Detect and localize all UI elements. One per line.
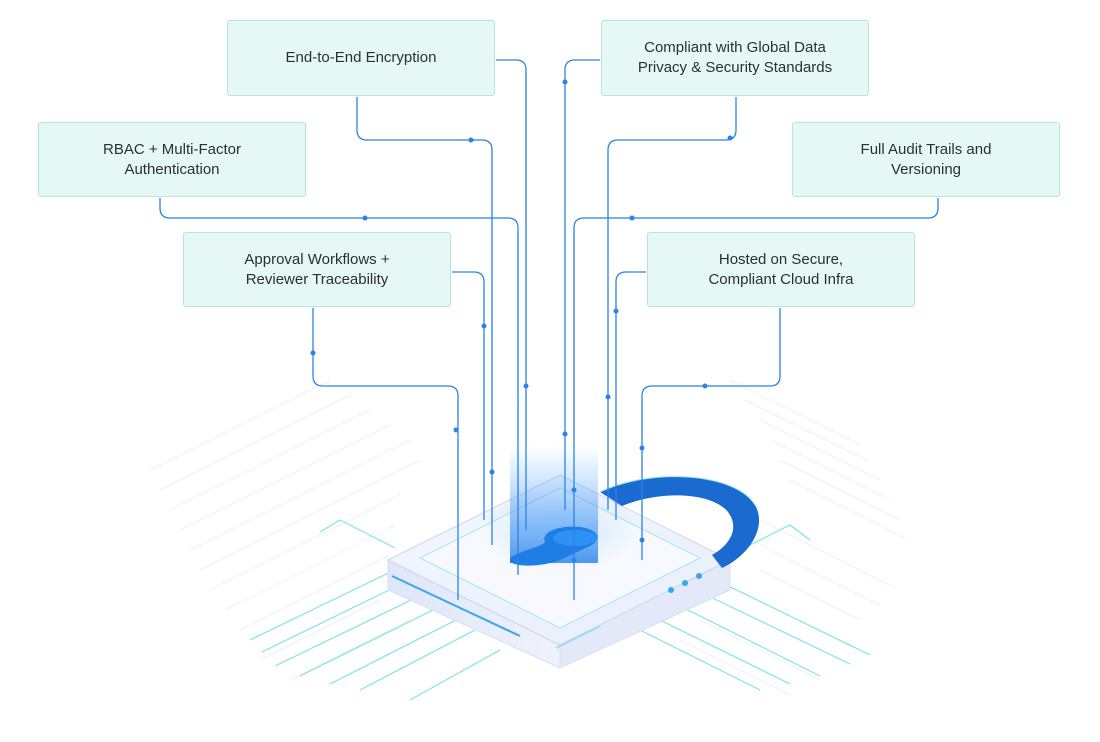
feature-box-rbac: RBAC + Multi-Factor Authentication <box>38 122 306 197</box>
feature-label-audit: Full Audit Trails and Versioning <box>860 140 992 178</box>
feature-label-encryption: End-to-End Encryption <box>285 49 437 66</box>
feature-box-encryption: End-to-End Encryption <box>227 20 495 96</box>
feature-box-audit: Full Audit Trails and Versioning <box>792 122 1060 197</box>
feature-label-rbac: RBAC + Multi-Factor Authentication <box>103 140 241 178</box>
feature-box-compliance: Compliant with Global Data Privacy & Sec… <box>601 20 869 96</box>
feature-label-hosted: Hosted on Secure, Compliant Cloud Infra <box>708 250 854 288</box>
feature-box-hosted: Hosted on Secure, Compliant Cloud Infra <box>647 232 915 307</box>
lock-shackle <box>599 476 760 568</box>
feature-box-approval: Approval Workflows + Reviewer Traceabili… <box>183 232 451 307</box>
keyhole <box>480 445 640 570</box>
connector-dots <box>310 79 733 563</box>
connector-lines <box>159 59 939 600</box>
background-circuit-pattern <box>149 379 906 696</box>
feature-label-compliance: Compliant with Global Data Privacy & Sec… <box>637 39 833 76</box>
feature-label-approval: Approval Workflows + Reviewer Traceabili… <box>244 250 390 288</box>
